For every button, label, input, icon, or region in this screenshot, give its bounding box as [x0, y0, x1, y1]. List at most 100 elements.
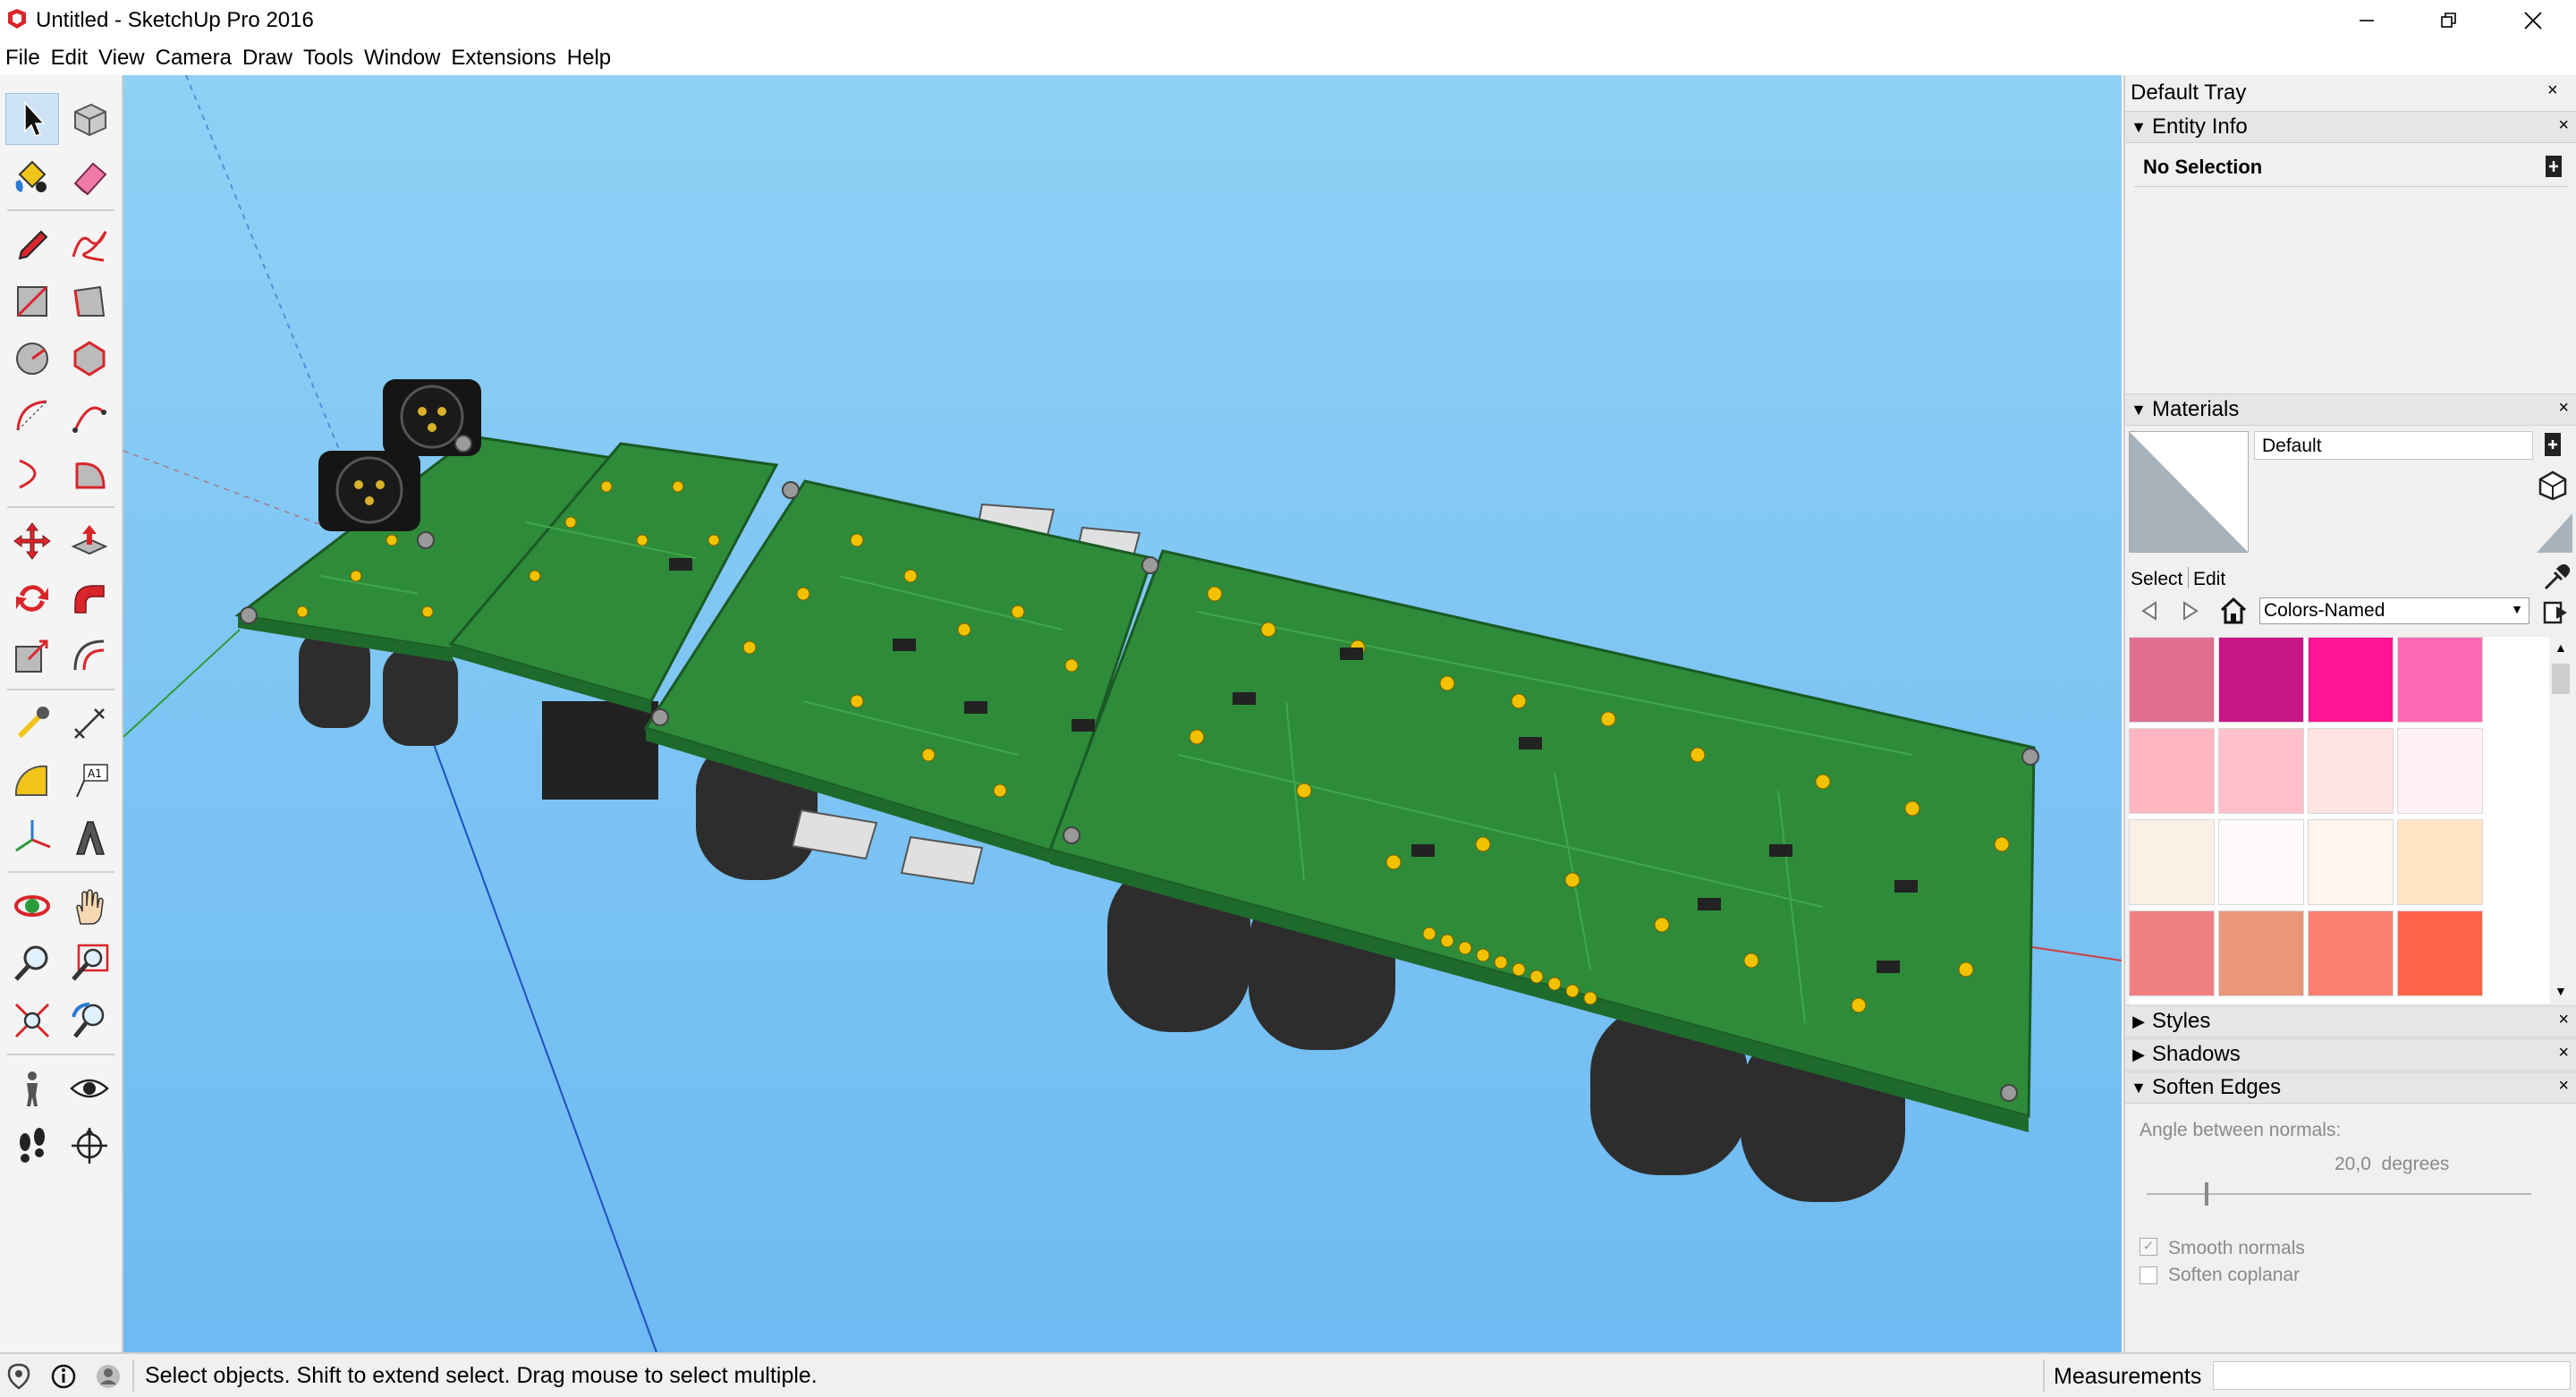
zoom-window-tool[interactable]	[63, 937, 116, 989]
menu-file[interactable]: File	[5, 46, 40, 70]
user-account-icon[interactable]	[95, 1363, 122, 1390]
make-component-tool[interactable]	[63, 93, 116, 145]
smooth-normals-checkbox[interactable]: ✓	[2140, 1238, 2157, 1256]
text-tool[interactable]: A1	[63, 755, 116, 807]
axes-tool[interactable]	[5, 812, 59, 864]
pie-tool[interactable]	[63, 447, 116, 499]
info-icon[interactable]	[50, 1363, 77, 1390]
measurements-input[interactable]	[2213, 1361, 2571, 1390]
menu-camera[interactable]: Camera	[155, 46, 232, 70]
create-material-icon[interactable]	[2542, 431, 2565, 458]
restore-button[interactable]	[2408, 0, 2490, 41]
orbit-tool[interactable]	[5, 880, 59, 932]
slider-thumb[interactable]	[2205, 1182, 2208, 1206]
scroll-up-icon[interactable]: ▲	[2555, 640, 2567, 655]
previous-view-tool[interactable]	[63, 995, 116, 1046]
section-plane-tool[interactable]	[63, 1120, 116, 1172]
line-tool[interactable]	[5, 218, 59, 270]
soften-edges-close-button[interactable]: ×	[2558, 1076, 2569, 1096]
tab-select[interactable]: Select	[2131, 569, 2183, 589]
zoom-tool[interactable]	[5, 937, 59, 989]
scroll-thumb[interactable]	[2552, 664, 2570, 694]
scroll-down-icon[interactable]: ▼	[2555, 984, 2567, 998]
styles-close-button[interactable]: ×	[2558, 1010, 2569, 1029]
material-swatch[interactable]	[2218, 637, 2304, 723]
protractor-tool[interactable]	[5, 755, 59, 807]
tray-close-button[interactable]: ×	[2547, 80, 2558, 100]
entity-info-header[interactable]: ▼ Entity Info ×	[2125, 111, 2576, 143]
material-swatch[interactable]	[2308, 819, 2394, 905]
minimize-button[interactable]	[2326, 0, 2408, 41]
push-pull-tool[interactable]	[63, 515, 116, 567]
rectangle-tool[interactable]	[5, 275, 59, 327]
model-viewport[interactable]	[123, 75, 2122, 1352]
three-point-arc-tool[interactable]	[5, 447, 59, 499]
tab-edit[interactable]: Edit	[2193, 569, 2226, 589]
material-swatch[interactable]	[2397, 637, 2483, 723]
materials-close-button[interactable]: ×	[2558, 398, 2569, 418]
soften-edges-header[interactable]: ▼ Soften Edges ×	[2125, 1071, 2576, 1104]
material-swatch[interactable]	[2308, 728, 2394, 814]
back-arrow-icon[interactable]	[2136, 597, 2163, 624]
material-swatch[interactable]	[2218, 910, 2304, 996]
swatch-scrollbar[interactable]: ▲ ▼	[2549, 637, 2572, 1005]
material-swatch[interactable]	[2308, 910, 2394, 996]
tape-measure-tool[interactable]	[5, 698, 59, 749]
material-name-field[interactable]: Default	[2254, 431, 2533, 460]
rotated-rectangle-tool[interactable]	[63, 275, 116, 327]
geo-location-icon[interactable]	[5, 1363, 32, 1390]
menu-tools[interactable]: Tools	[303, 46, 354, 70]
walk-tool[interactable]	[5, 1120, 59, 1172]
rotate-tool[interactable]	[5, 572, 59, 624]
material-swatch[interactable]	[2129, 637, 2215, 723]
expand-details-icon[interactable]	[2544, 154, 2565, 179]
styles-header[interactable]: ▶ Styles ×	[2125, 1005, 2576, 1037]
dimension-tool[interactable]	[63, 698, 116, 749]
position-camera-tool[interactable]	[5, 1063, 59, 1114]
scale-tool[interactable]	[5, 630, 59, 682]
materials-header[interactable]: ▼ Materials ×	[2125, 394, 2576, 426]
angle-slider[interactable]	[2147, 1181, 2531, 1207]
arc-tool[interactable]	[5, 390, 59, 442]
paint-bucket-tool[interactable]	[5, 150, 59, 202]
details-arrow-icon[interactable]	[2542, 597, 2571, 626]
menu-window[interactable]: Window	[364, 46, 441, 70]
material-swatch[interactable]	[2129, 910, 2215, 996]
collection-dropdown[interactable]: Colors-Named ▼	[2259, 597, 2529, 624]
menu-extensions[interactable]: Extensions	[451, 46, 556, 70]
eyedropper-icon[interactable]	[2542, 563, 2571, 592]
material-swatch[interactable]	[2397, 910, 2483, 996]
close-window-button[interactable]	[2492, 0, 2574, 41]
follow-me-tool[interactable]	[63, 572, 116, 624]
forward-arrow-icon[interactable]	[2177, 597, 2204, 624]
polygon-tool[interactable]	[63, 333, 116, 385]
menu-view[interactable]: View	[98, 46, 145, 70]
entity-info-close-button[interactable]: ×	[2558, 115, 2569, 135]
soften-coplanar-checkbox[interactable]	[2140, 1266, 2157, 1284]
eraser-tool[interactable]	[63, 150, 116, 202]
shadows-header[interactable]: ▶ Shadows ×	[2125, 1038, 2576, 1071]
menu-draw[interactable]: Draw	[242, 46, 292, 70]
material-swatch[interactable]	[2218, 819, 2304, 905]
menu-help[interactable]: Help	[566, 46, 612, 70]
material-swatch[interactable]	[2129, 728, 2215, 814]
select-tool[interactable]	[5, 93, 59, 145]
zoom-extents-tool[interactable]	[5, 995, 59, 1046]
material-swatch[interactable]	[2397, 819, 2483, 905]
shadows-close-button[interactable]: ×	[2558, 1043, 2569, 1063]
circle-tool[interactable]	[5, 333, 59, 385]
material-swatch[interactable]	[2397, 728, 2483, 814]
pan-tool[interactable]	[63, 880, 116, 932]
look-around-tool[interactable]	[63, 1063, 116, 1114]
sample-paint-cube-icon[interactable]	[2537, 469, 2567, 501]
two-point-arc-tool[interactable]	[63, 390, 116, 442]
3d-text-tool[interactable]	[63, 812, 116, 864]
home-icon[interactable]	[2218, 596, 2249, 626]
material-swatch[interactable]	[2129, 819, 2215, 905]
move-tool[interactable]	[5, 515, 59, 567]
material-swatch[interactable]	[2308, 637, 2394, 723]
menu-edit[interactable]: Edit	[50, 46, 89, 70]
freehand-tool[interactable]	[63, 218, 116, 270]
material-swatch[interactable]	[2218, 728, 2304, 814]
offset-tool[interactable]	[63, 630, 116, 682]
